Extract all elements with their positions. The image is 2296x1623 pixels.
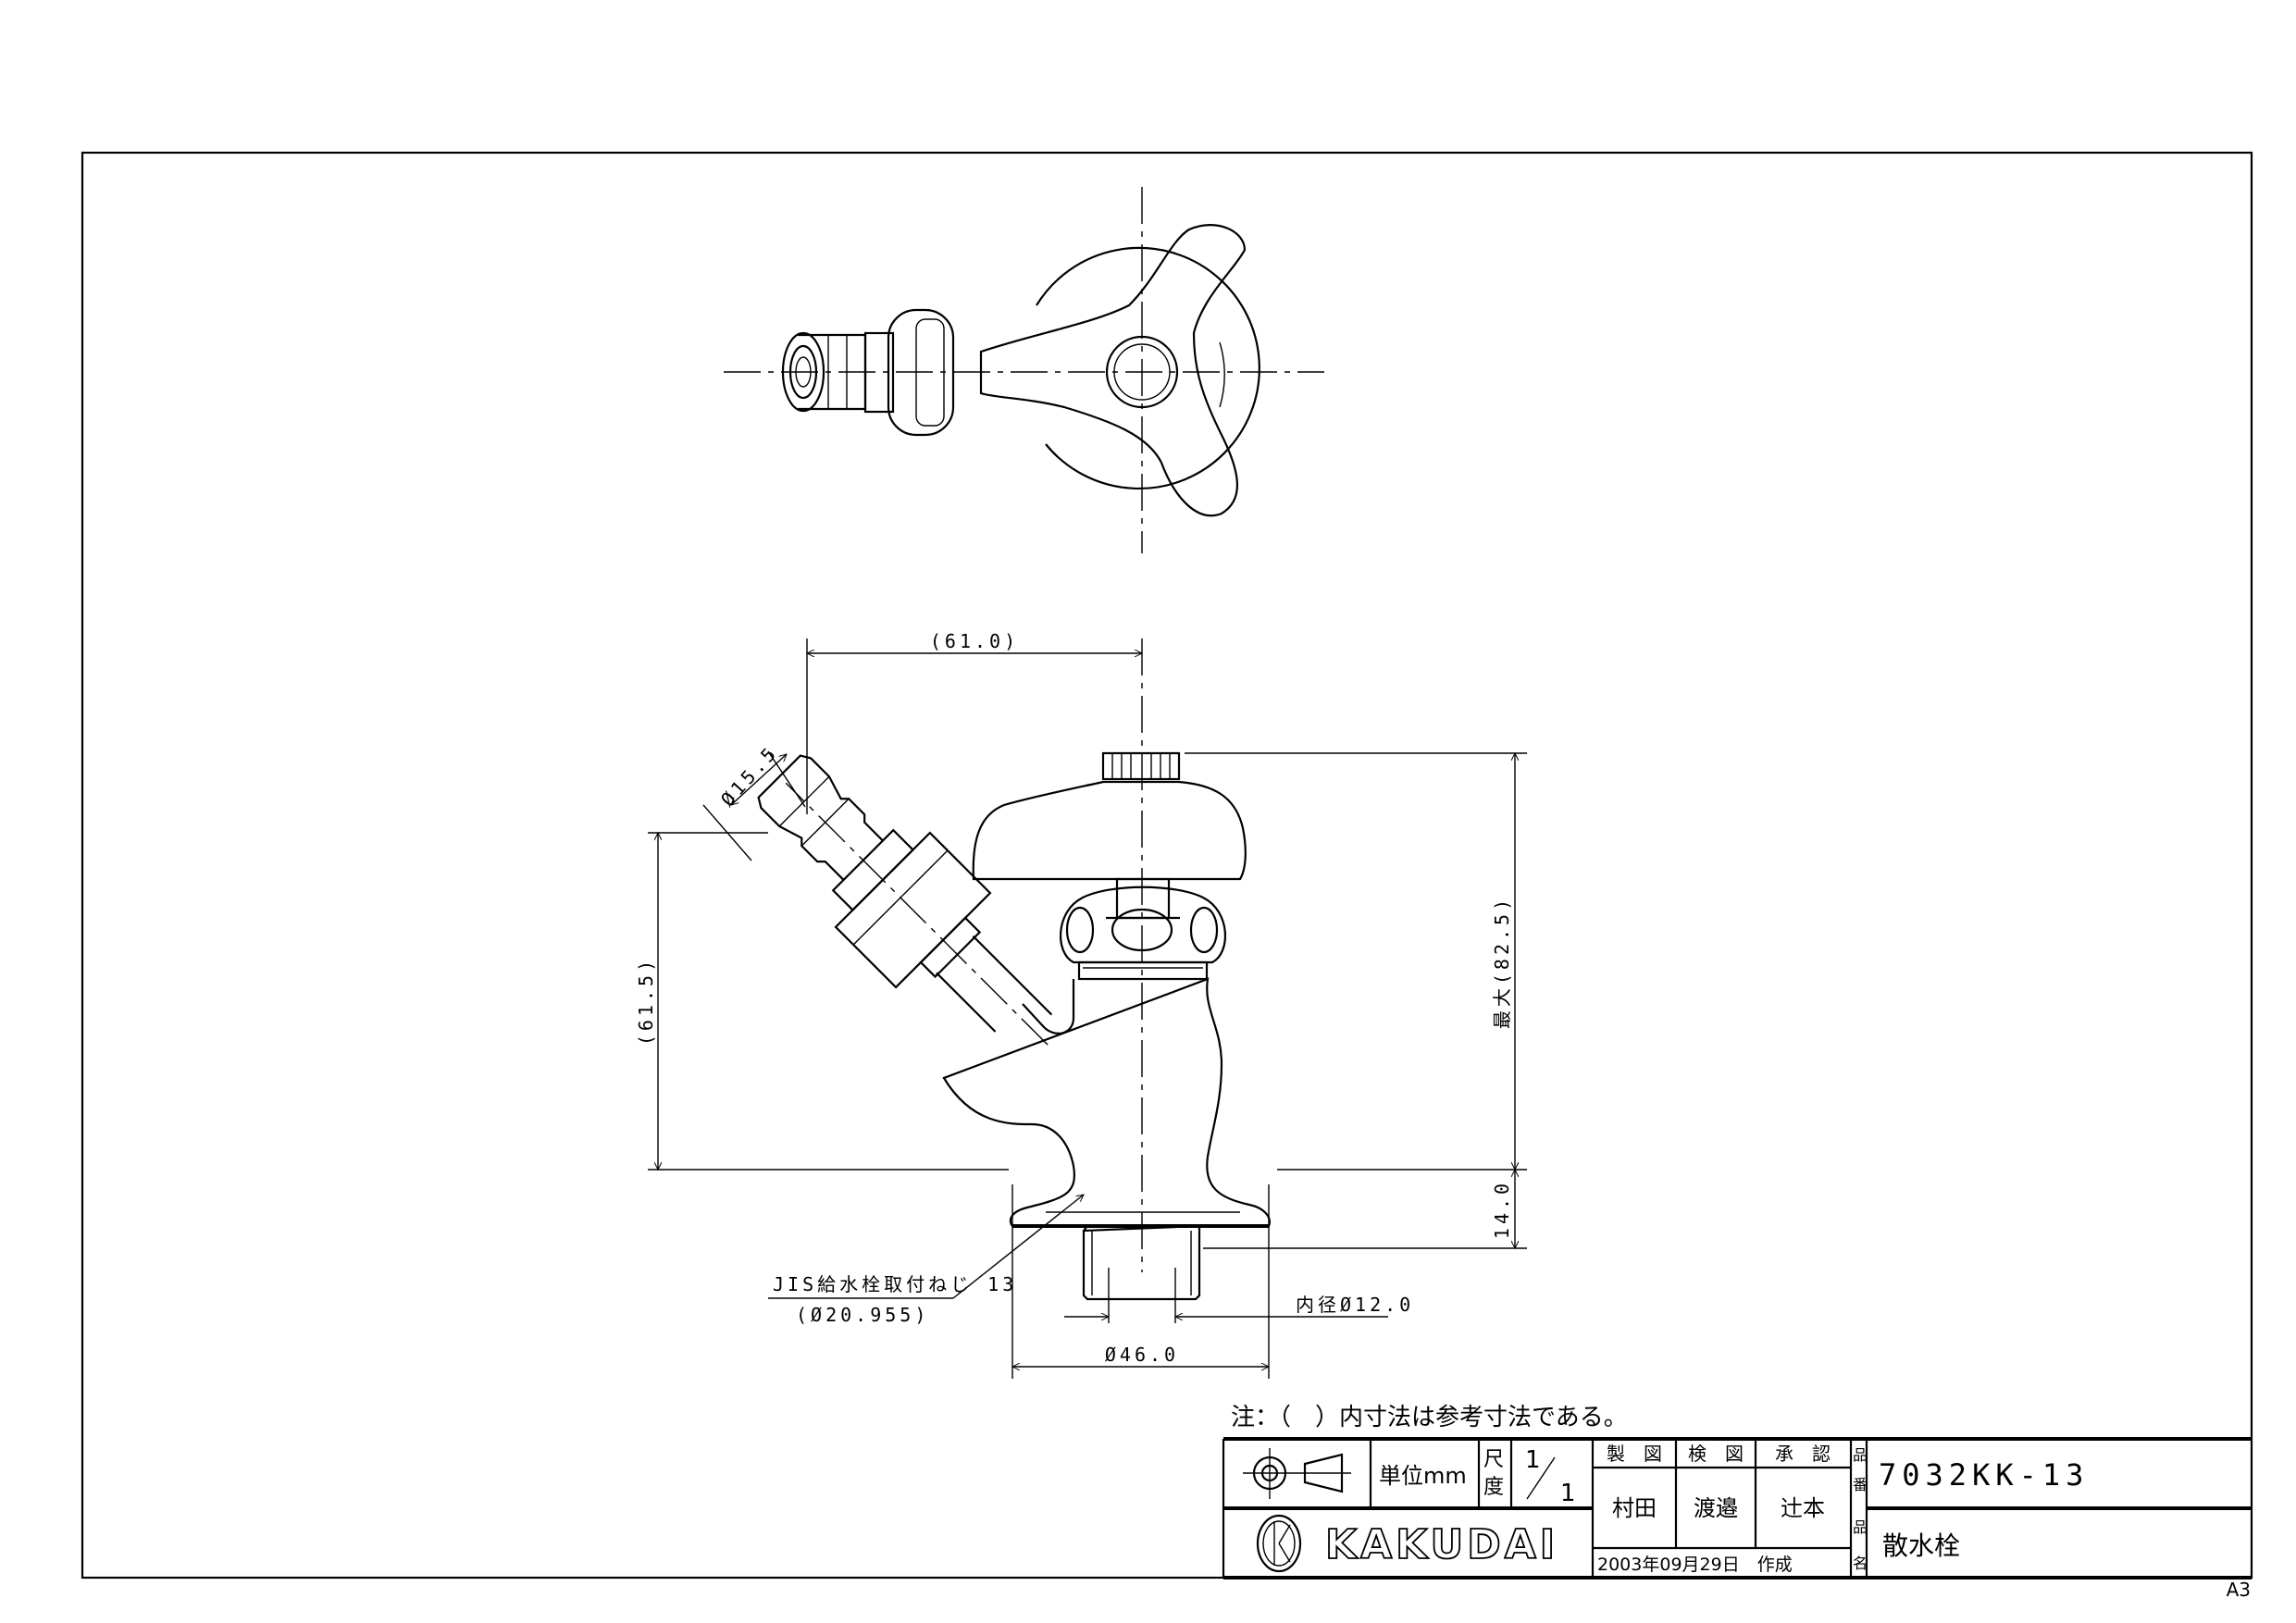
checked-by: 渡邉 — [1694, 1495, 1738, 1521]
thread-spec-label: JIS給水栓取付ねじ 13 — [773, 1273, 1017, 1295]
approved-by: 辻本 — [1781, 1495, 1825, 1521]
dim-horizontal-outlet: (61.0) — [930, 630, 1019, 652]
union-nut-top — [887, 308, 955, 437]
name-label-2: 名 — [1853, 1555, 1868, 1572]
dim-hose-diameter: Ø15.5 — [716, 740, 783, 811]
scale-label: 尺 — [1483, 1448, 1504, 1471]
part-no-label-2: 番 — [1853, 1476, 1868, 1493]
drawing-frame — [81, 151, 2253, 1580]
kakudai-logo: KAKUDAI — [1256, 1514, 1558, 1573]
scale-numerator: 1 — [1525, 1446, 1541, 1474]
dim-inner-diameter: 内径Ø12.0 — [1296, 1294, 1414, 1316]
thread-diameter-label: (Ø20.955) — [796, 1304, 929, 1326]
mounting-thread — [1082, 1224, 1201, 1301]
bonnet-band — [1077, 960, 1209, 981]
scale-label-2: 度 — [1483, 1476, 1504, 1499]
dim-max-height: 最大(82.5) — [1491, 896, 1513, 1029]
unit-label: 単位mm — [1379, 1463, 1467, 1489]
company-logo-text: KAKUDAI — [1325, 1521, 1558, 1568]
checked-label: 検 図 — [1688, 1443, 1744, 1465]
top-view — [724, 187, 1324, 553]
handle — [972, 780, 1247, 881]
drawn-label: 製 図 — [1607, 1443, 1662, 1465]
dim-flange-diameter: Ø46.0 — [1105, 1344, 1179, 1366]
reference-note: 注：（ ）内寸法は参考寸法である。 — [1231, 1404, 1628, 1431]
outlet-assembly — [757, 754, 1053, 1046]
third-angle-projection-symbol — [1243, 1448, 1351, 1499]
valve-body — [942, 977, 1271, 1228]
escutcheon-disc — [1036, 246, 1260, 490]
handle-top — [979, 224, 1247, 517]
dim-thread-length: 14.0 — [1491, 1180, 1513, 1239]
stem — [1115, 877, 1171, 920]
title-block: 単位mm 尺 度 1 1 製 図 検 図 承 認 村田 渡邉 辻本 2003年0… — [1222, 1437, 2252, 1580]
dimensions: (61.0) (61.5) 最大(82.5) 14.0 Ø15.5 Ø46.0 … — [635, 630, 1527, 1379]
scale-denominator: 1 — [1560, 1480, 1576, 1507]
sheet-size: A3 — [2227, 1579, 2251, 1601]
drawing-date: 2003年09月29日 作成 — [1597, 1555, 1793, 1575]
name-label: 品 — [1853, 1518, 1868, 1536]
drawn-by: 村田 — [1612, 1495, 1657, 1521]
dim-outlet-height: (61.5) — [635, 957, 657, 1046]
handle-hole — [1105, 335, 1179, 409]
product-name: 散水栓 — [1882, 1530, 1960, 1561]
part-no-label: 品 — [1853, 1446, 1868, 1464]
front-view — [757, 638, 1271, 1301]
handle-knurl — [1101, 751, 1181, 781]
part-number: 7032KK-13 — [1879, 1457, 2089, 1493]
hose-barb-top — [798, 333, 867, 411]
approved-label: 承 認 — [1775, 1443, 1831, 1465]
bonnet — [1059, 886, 1227, 964]
